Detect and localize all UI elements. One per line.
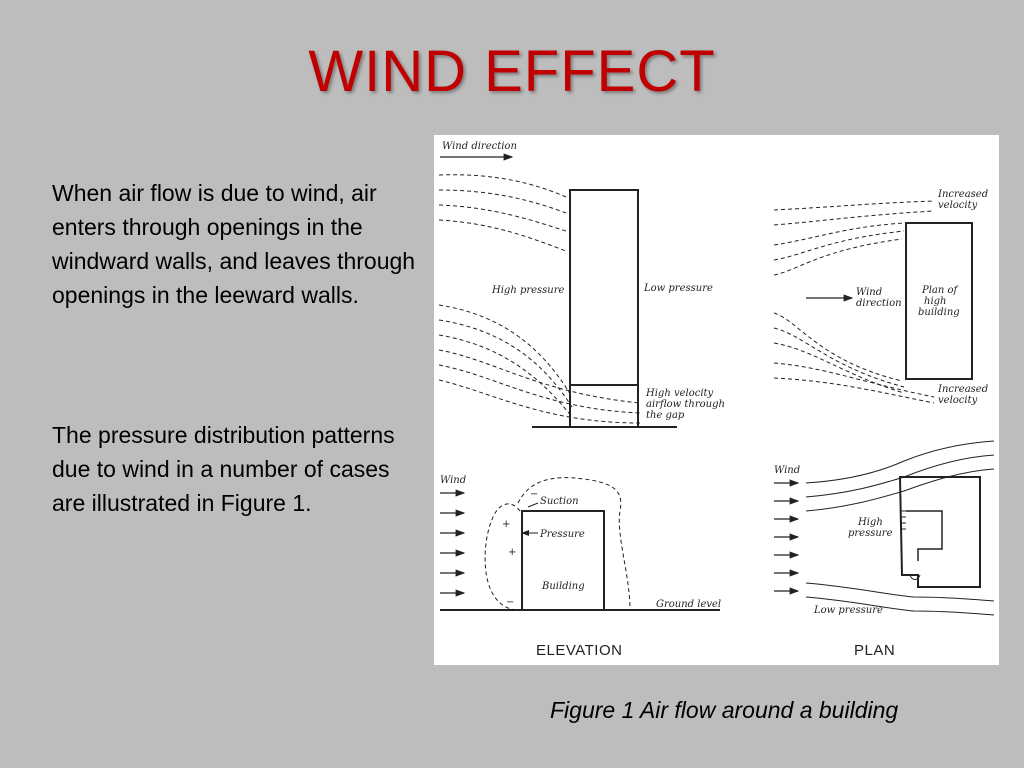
label-elevation: ELEVATION [536,642,622,659]
label-ground-level: Ground level [656,599,721,610]
flow-lines-plan-lower [773,312,935,404]
pressure-boundary [484,503,521,611]
panel-plan-high-building [773,200,973,404]
label-plan: PLAN [854,642,895,659]
label-increased-velocity-top-1: Increased [937,189,988,200]
paragraph-pressure-distribution: The pressure distribution patterns due t… [52,422,395,516]
elevation-wind-arrows [440,489,466,597]
paragraph-wind-flow: When air flow is due to wind, air enters… [52,180,416,308]
figure-air-flow: Wind direction High pressure Low pressur… [434,135,999,665]
plan-eddy [909,574,921,580]
label-plan-high-pressure-1: High [857,517,883,528]
label-increased-velocity-bottom-2: velocity [938,395,978,406]
flow-lines-plan-upper [773,200,935,276]
label-building: Building [541,581,585,592]
label-low-pressure: Low pressure [643,283,713,294]
figure-drawing: Wind direction High pressure Low pressur… [438,141,995,659]
sign-minus-2: − [506,597,514,608]
plan-pressure-hatch [900,510,906,530]
label-plan-of: Plan of [921,285,960,296]
label-elevation-wind: Wind [440,475,466,486]
panel-tall-building-elevation [438,153,677,428]
label-suction: Suction [540,496,579,507]
label-plan-direction: direction [856,298,902,309]
suction-boundary [517,477,631,611]
label-high-velocity-3: the gap [646,410,685,421]
panel-elevation [440,477,720,611]
label-high-velocity-2: airflow through [646,399,725,410]
plan-wind-arrows [774,479,800,595]
label-plan-wind-bottom: Wind [774,465,800,476]
elevation-building [521,510,605,611]
flow-lines-lower [438,304,641,424]
tall-building [569,189,639,386]
slide-title: WIND EFFECT [308,39,716,104]
sign-plus-2: + [508,547,516,558]
label-plan-wind: Wind [856,287,882,298]
sign-minus-1: − [530,489,538,500]
figure-caption: Figure 1 Air flow around a building [550,697,899,723]
label-plan-low-pressure: Low pressure [813,605,883,616]
plan-flow-lines [805,440,995,616]
label-plan-high-pressure-2: pressure [848,528,893,539]
sign-plus-1: + [502,519,510,530]
plan-building [905,222,973,380]
label-pressure: Pressure [539,529,585,540]
plan-courtyard-building [898,476,981,588]
plan-inner-wall [906,510,943,561]
label-increased-velocity-top-2: velocity [938,200,978,211]
label-wind-direction: Wind direction [442,141,517,152]
panel-plan [774,440,995,616]
label-plan-high: high [924,296,946,307]
flow-lines-upper [438,174,567,252]
label-increased-velocity-bottom-1: Increased [937,384,988,395]
label-plan-building: building [918,307,960,318]
label-high-velocity-1: High velocity [645,388,714,399]
label-high-pressure: High pressure [491,285,565,296]
